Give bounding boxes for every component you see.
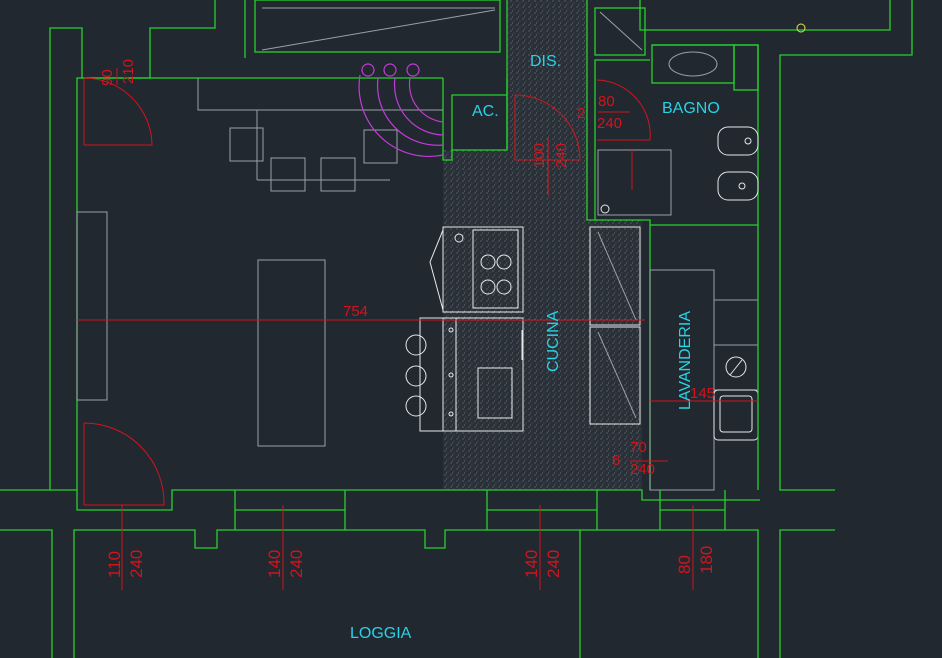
room-label-loggia: LOGGIA (350, 625, 412, 642)
dim-door-bagno-mark: 2 (577, 105, 585, 122)
dim-door-lav-h: 240 (630, 461, 655, 478)
dim-lav-width: 145 (690, 385, 715, 402)
dim-door-lav-w: 70 (630, 439, 647, 456)
walls (0, 0, 913, 658)
room-label-lavanderia: LAVANDERIA (677, 311, 694, 410)
dim-win1-h: 240 (127, 550, 146, 578)
room-label-dis: DIS. (530, 53, 561, 70)
dim-win4-w: 80 (675, 555, 694, 574)
room-label-bagno: BAGNO (662, 100, 720, 117)
dim-room-length: 754 (343, 303, 368, 320)
dim-door-lav-mark: 6 (612, 452, 620, 469)
dim-door-top-left-w: 90 (99, 69, 116, 86)
dim-win1-w: 110 (105, 551, 124, 578)
dim-door-dis-w: 100 (531, 143, 548, 168)
doors (83, 77, 651, 506)
marker-icon (796, 23, 806, 33)
dim-win2-w: 140 (265, 550, 284, 578)
dimension-lines (77, 68, 758, 590)
dim-win4-h: 180 (697, 546, 716, 574)
living-furniture (76, 78, 443, 447)
dim-door-top-left-h: 210 (120, 59, 137, 84)
dim-win3-w: 140 (522, 550, 541, 578)
kitchen-units (405, 226, 641, 432)
dim-door-bagno-h: 240 (597, 115, 622, 132)
dim-win3-h: 240 (544, 550, 563, 578)
chairs (358, 63, 444, 157)
room-label-cucina: CUCINA (545, 310, 562, 372)
dim-door-bagno-w: 80 (598, 93, 615, 110)
dim-win2-h: 240 (287, 550, 306, 578)
room-label-ac: AC. (472, 103, 499, 120)
dim-door-dis-h: 240 (553, 143, 570, 168)
